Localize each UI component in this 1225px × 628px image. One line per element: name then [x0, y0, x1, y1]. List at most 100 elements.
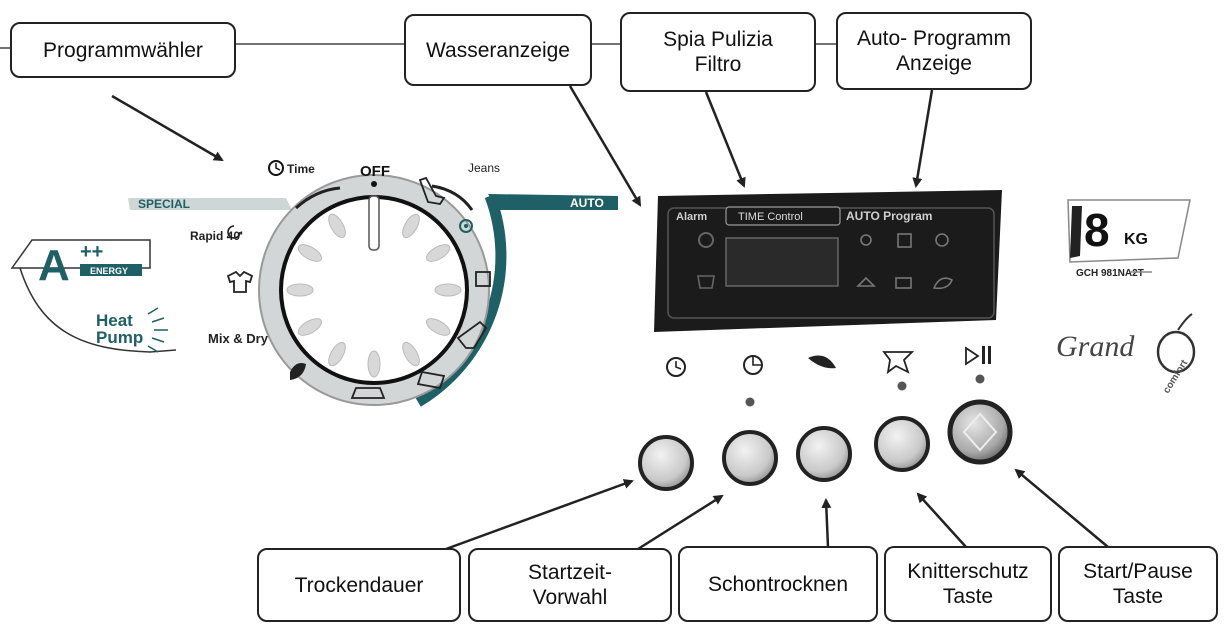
dial-notch [297, 318, 323, 336]
jeans-arc-mark [431, 184, 474, 211]
auto-label: AUTO [570, 196, 604, 210]
led-anti-crease [897, 381, 907, 391]
dial-notches [286, 213, 462, 378]
off-dot [371, 181, 377, 187]
grand-o-mark [1156, 330, 1196, 374]
delay-start-icon [743, 355, 763, 375]
window-icon [475, 271, 491, 287]
capacity-value: 8 [1084, 204, 1110, 256]
callout-programmwaehler: Programmwähler [10, 22, 236, 78]
lcd-screen [725, 237, 839, 287]
led-start-pause [975, 374, 985, 384]
callout-auto-programm-anzeige: Auto- Programm Anzeige [836, 12, 1032, 90]
auto-band [488, 194, 618, 210]
rapid-label: Rapid 40' [190, 229, 243, 243]
dial-pointer [368, 195, 380, 251]
dial-notch [425, 318, 451, 336]
dial-notch [286, 283, 314, 297]
fan-icon [935, 233, 949, 247]
iron-icon [350, 387, 386, 399]
time-arc-mark [294, 186, 341, 210]
auto-program-label: AUTO Program [846, 209, 932, 223]
capacity-unit: KG [1124, 231, 1148, 248]
dial-notch [367, 350, 381, 378]
pause-bar-1-icon [982, 346, 985, 364]
knitterschutz-button[interactable] [874, 416, 930, 472]
time-control-label: TIME Control [738, 211, 803, 223]
arrow-spia-pulizia [704, 91, 746, 188]
leaf-icon [290, 363, 306, 380]
dial-notch [434, 283, 462, 297]
dial-notch [425, 244, 451, 262]
arrow-schontrocknen [821, 498, 832, 548]
hanger-icon [856, 276, 876, 287]
time-label: Time [287, 162, 315, 176]
arrow-programmwaehler [111, 94, 224, 162]
delicate-feather-icon [808, 355, 836, 369]
callout-spia-pulizia-filtro: Spia Pulizia Filtro [620, 12, 816, 92]
trockendauer-button[interactable] [638, 435, 694, 491]
energy-plus: ++ [80, 241, 103, 263]
iron-dry-icon [895, 277, 912, 289]
callout-wasseranzeige: Wasseranzeige [404, 14, 592, 86]
filter-icon [698, 232, 714, 248]
control-buttons [638, 399, 1013, 491]
callout-schontrocknen: Schontrocknen [678, 546, 878, 622]
led-delay-start [745, 397, 755, 407]
schontrocknen-button[interactable] [796, 426, 852, 482]
arrow-knitterschutz [916, 492, 967, 548]
dial-notch [402, 213, 420, 239]
anti-crease-icon [882, 351, 915, 375]
duration-clock-icon [666, 357, 686, 377]
arrow-auto-programm [912, 89, 934, 188]
off-label: OFF [360, 163, 390, 180]
water-tank-icon [697, 275, 715, 289]
arrow-wasseranzeige [568, 85, 642, 207]
sock-icon [418, 176, 446, 205]
start-pause-diamond-icon [962, 412, 998, 452]
arrow-trockendauer [445, 479, 634, 551]
rapid-clock-icon [227, 225, 241, 239]
dial-notch [297, 244, 323, 262]
indicator-leds [745, 374, 985, 407]
arrow-startzeit [637, 494, 724, 551]
startzeit-vorwahl-button[interactable] [722, 430, 778, 486]
brand-area: 8 KG GCH 981NA2T Grand comfort [1056, 199, 1196, 396]
program-dial-area: SPECIAL AUTO OFF Time Jeans Rapid 40' Mi… [128, 160, 618, 407]
special-label: SPECIAL [138, 197, 190, 211]
heat-text: Heat [96, 311, 133, 330]
heat-rays-icon [147, 307, 168, 353]
alarm-label: Alarm [676, 211, 707, 223]
special-band [128, 198, 292, 210]
top-connector-lines [0, 43, 836, 49]
jeans-label: Jeans [468, 161, 500, 175]
trousers-icon [456, 320, 488, 349]
arrow-start-pause [1014, 468, 1109, 548]
dial-notch [328, 213, 346, 239]
cupboard-icon [897, 233, 912, 248]
mix-dry-label: Mix & Dry [208, 331, 269, 346]
play-icon [965, 346, 980, 366]
auto-arc [415, 194, 507, 407]
energy-label: A ++ ENERGY Heat Pump [10, 239, 177, 353]
dial-notch [328, 341, 346, 367]
pump-text: Pump [96, 328, 143, 347]
callout-start-pause-taste: Start/Pause Taste [1058, 546, 1218, 622]
callout-knitterschutz-taste: Knitterschutz Taste [884, 546, 1052, 622]
start-pause-button[interactable] [947, 399, 1013, 465]
dial-notch [402, 341, 420, 367]
display-panel: Alarm TIME Control AUTO Program [654, 190, 1002, 332]
energy-word: ENERGY [90, 266, 128, 276]
energy-class: A [38, 241, 70, 290]
towel-icon [416, 370, 446, 390]
model-number: GCH 981NA2T [1076, 268, 1144, 279]
pause-bar-2-icon [988, 346, 991, 364]
callout-startzeit-vorwahl: Startzeit- Vorwahl [468, 548, 672, 622]
grand-text: Grand [1056, 330, 1135, 363]
delicate-icon [932, 277, 954, 290]
button-icons [666, 346, 991, 377]
gear-icon [459, 219, 473, 233]
shirt-icon [226, 270, 254, 293]
sun-icon [860, 234, 872, 246]
